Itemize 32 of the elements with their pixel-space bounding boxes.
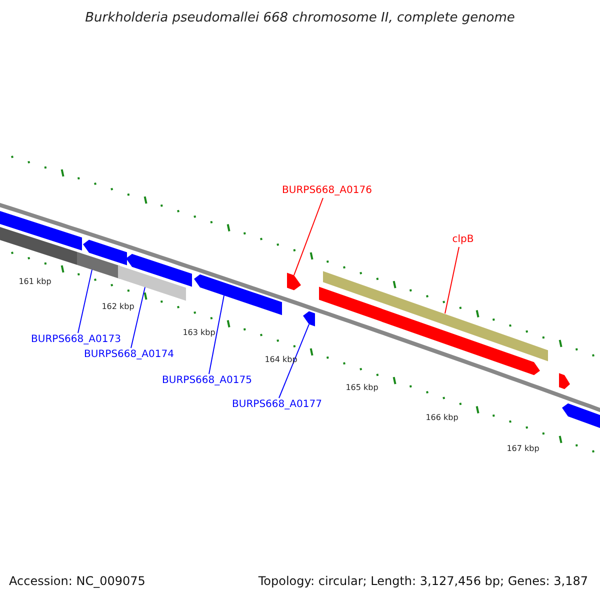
gene-label: BURPS668_A0175 [162,376,252,386]
gene-bar [77,252,120,279]
gene-bar [323,271,548,362]
leader-line [278,324,310,398]
gene-bar [319,286,540,376]
gene-marker [559,373,570,390]
gene-bar [0,210,82,250]
gene-bar [83,240,127,266]
gene-label: BURPS668_A0174 [84,350,174,360]
gene-bar [126,254,192,287]
scale-label: 161 kbp [18,278,52,286]
gene-bar [194,274,282,316]
scale-label: 166 kbp [426,414,458,422]
gene-label: BURPS668_A0173 [31,335,121,345]
gene-label: BURPS668_A0176 [282,186,372,196]
gene-label: clpB [452,235,474,245]
leader-line [130,286,146,348]
title: Burkholderia pseudomallei 668 chromosome II, complete genome [85,12,515,24]
scale-label: 162 kbp [102,303,134,311]
gene-marker [303,311,315,326]
leader-line [294,198,324,276]
footer-text: Accession: NC_009075 [9,575,146,587]
leader-line [444,246,460,314]
gene-label: BURPS668_A0177 [232,400,322,410]
scale-label: 165 kbp [346,384,378,392]
footer-text: Topology: circular; Length: 3,127,456 bp; Genes: 3,187 [258,575,588,587]
scale-label: 167 kbp [506,445,540,453]
gene-marker [287,272,301,290]
leader-line [78,269,92,334]
scale-label: 163 kbp [182,329,216,337]
gene-bar [118,265,186,301]
leader-line [208,295,224,374]
